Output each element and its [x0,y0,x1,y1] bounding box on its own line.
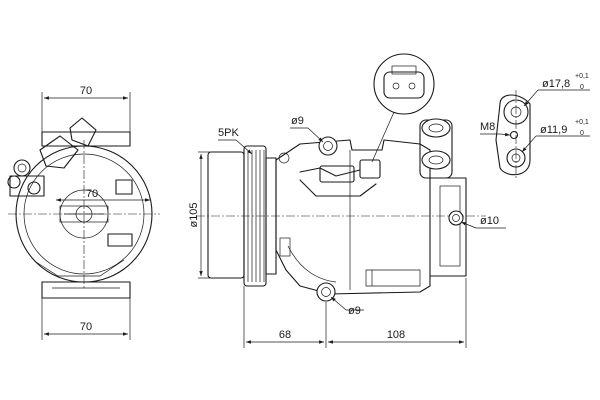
service-port-block [419,118,453,179]
dim-middle-label: 70 [86,188,98,200]
dim-bottom-label: 70 [80,321,92,333]
belt-profile-label: 5PK [218,127,239,139]
port-a-tol-upper: +0,1 [575,73,589,80]
dimension-middle-width: 70 [56,188,150,202]
port-b-tol-lower: 0 [580,130,584,137]
port-a-callout: ø17,8 +0,1 0 [523,73,590,107]
port-b-label: ø11,9 [540,124,567,136]
lower-mounting-hole: ø9 [316,282,364,317]
upper-hole-label: ø9 [291,115,304,127]
thread-label: M8 [480,121,495,133]
right-hole-label: ø10 [480,215,499,227]
lower-mounting-ear [41,281,131,299]
port-b-callout: ø11,9 +0,1 0 [521,119,590,153]
belt-profile-callout: 5PK [218,127,253,155]
connector-detail [359,53,435,179]
port-detail-view: M8 ø17,8 +0,1 0 ø11,9 +0,1 0 [480,73,590,178]
dimension-pulley-diameter: ø105 [188,151,210,279]
thread-callout: M8 [480,121,511,137]
front-view: 70 70 [7,85,160,340]
lower-hole-label: ø9 [348,305,361,317]
port-b-tol-upper: +0,1 [575,119,589,126]
right-mounting-hole: ø10 [448,210,506,229]
harness-clip [319,165,355,183]
pulley-diameter-label: ø105 [188,202,200,227]
length-right-label: 108 [387,329,405,341]
port-a-tol-lower: 0 [580,84,584,91]
dim-top-label: 70 [80,85,92,97]
dimension-lengths: 68 108 [243,278,467,348]
port-a-label: ø17,8 [542,78,570,90]
dimension-bottom-width: 70 [41,298,131,340]
compressor-housing [275,139,467,295]
length-left-label: 68 [279,329,291,341]
side-view: ø105 5PK [188,53,506,348]
front-fittings [7,117,133,277]
wiring-harness [299,167,377,197]
upper-mounting-hole: ø9 [290,115,338,156]
